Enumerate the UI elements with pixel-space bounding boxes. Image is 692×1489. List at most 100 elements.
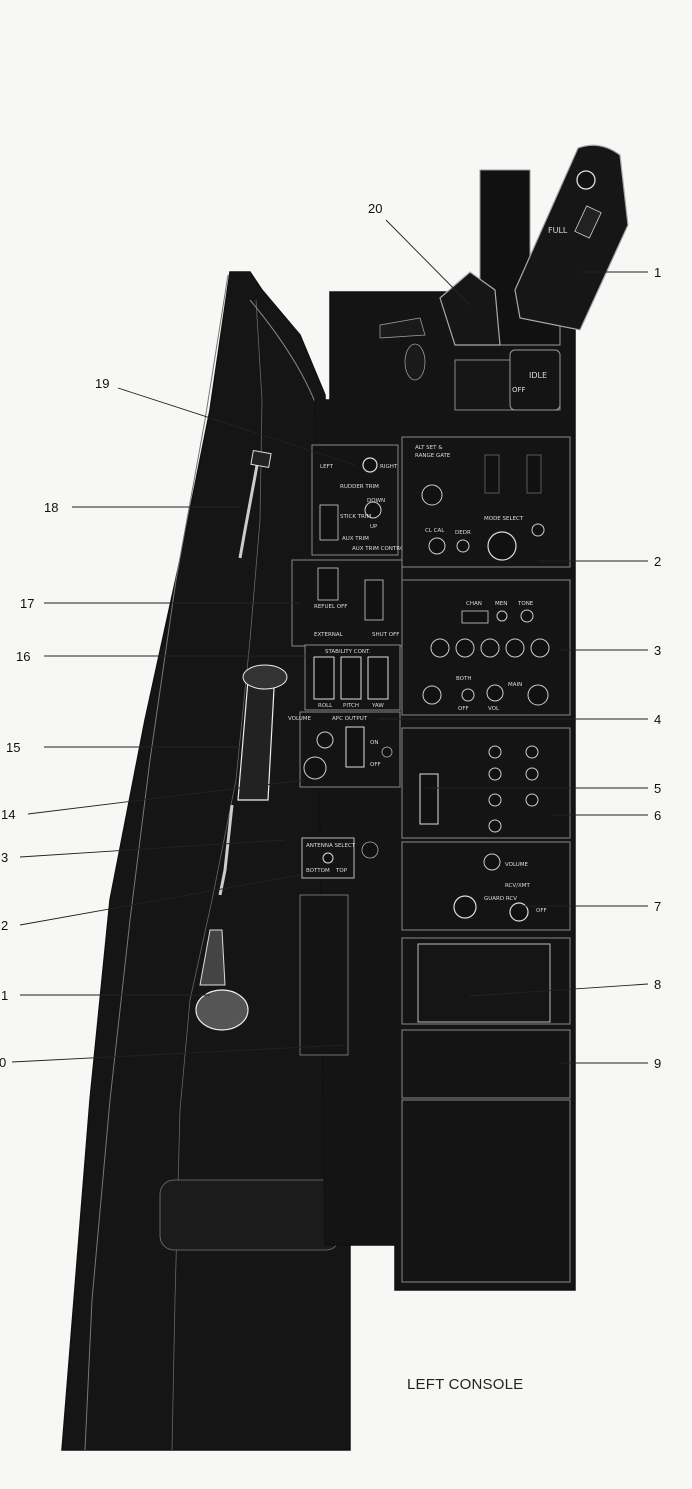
uhf-panel (401, 841, 571, 931)
range-gate-knob[interactable] (421, 484, 443, 506)
callout-5: 5 (654, 781, 661, 796)
trim-right-label: RIGHT (380, 464, 398, 470)
men-knob[interactable] (496, 610, 508, 622)
indicator-4 (488, 819, 502, 833)
antenna-select-title: ANTENNA SELECT (306, 843, 356, 849)
comm-control-panel (401, 579, 571, 716)
throttle-grip-knob (404, 343, 426, 381)
callout-20: 20 (368, 201, 382, 216)
throttle-off-label: OFF (512, 386, 526, 394)
callout-15: 15 (6, 740, 20, 755)
throttle-knob-circle (576, 170, 596, 190)
aux-trim-control-knob[interactable] (364, 501, 382, 519)
indicator-2 (488, 767, 502, 781)
yaw-label: YAW (371, 703, 384, 709)
throttle-lever-right[interactable] (514, 144, 629, 331)
antenna-select-panel (301, 837, 379, 879)
console-side-body (61, 271, 351, 1451)
refuel-switch[interactable] (317, 567, 339, 601)
trim-up-label: UP (370, 524, 378, 530)
antenna-bottom-label: BOTTOM (306, 868, 330, 874)
callout-10: 0 (0, 1055, 6, 1070)
antenna-top-label: TOP (335, 868, 348, 874)
callout-2: 2 (654, 554, 661, 569)
aux-trim-label: AUX TRIM (342, 536, 369, 542)
radar-switch-knob[interactable] (531, 523, 545, 537)
throttle-assembly[interactable] (379, 144, 629, 411)
comm-knob-2[interactable] (455, 638, 475, 658)
men-label: MEN (495, 601, 507, 607)
trim-left-label: LEFT (320, 464, 334, 470)
throttle-switch[interactable] (574, 205, 602, 239)
tone-knob[interactable] (520, 609, 534, 623)
oxygen-connector-11[interactable] (195, 929, 249, 1031)
callout-18: 18 (44, 500, 58, 515)
vol-knob[interactable] (486, 684, 504, 702)
both-knob[interactable] (461, 688, 475, 702)
chan-display (461, 610, 489, 624)
comm-off-label: OFF (458, 706, 469, 712)
dedr-label: DEDR (455, 530, 471, 536)
map-light-15[interactable] (237, 664, 288, 801)
mode-select-knob[interactable] (487, 531, 517, 561)
tone-label: TONE (517, 601, 534, 607)
guard-rcv-label: GUARD RCV (484, 896, 517, 902)
yaw-switch[interactable] (367, 656, 389, 700)
callout-16: 16 (16, 649, 30, 664)
comm-knob-5[interactable] (530, 638, 550, 658)
uhf-channel-knob[interactable] (453, 895, 477, 919)
apc-panel (299, 711, 401, 788)
main-label: MAIN (508, 682, 522, 688)
stick-trim-switch[interactable] (319, 504, 339, 541)
side-lower-panel (299, 894, 349, 1056)
callout-9: 9 (654, 1056, 661, 1071)
cl-cal-label: CL CAL (425, 528, 445, 534)
blank-panel-9 (401, 1029, 571, 1099)
apc-screw (381, 746, 393, 758)
utility-light-13 (218, 804, 234, 896)
antenna-select-switch[interactable] (322, 852, 334, 864)
utility-light-18 (238, 449, 272, 559)
throttle-full-label: FULL (548, 226, 568, 235)
lower-blank-area (401, 1099, 571, 1283)
rudder-trim-knob[interactable] (362, 457, 378, 473)
idle-stop (509, 349, 561, 411)
aux-trim-control-label: AUX TRIM CONTROL (352, 546, 408, 552)
roll-label: ROLL (318, 703, 333, 709)
comm-knob-3[interactable] (480, 638, 500, 658)
uhf-volume-knob[interactable] (483, 853, 501, 871)
pitch-switch[interactable] (340, 656, 362, 700)
refuel-off-label: REFUEL OFF (314, 604, 347, 610)
indicator-7 (525, 793, 539, 807)
apc-off-label: OFF (370, 762, 381, 768)
volume-knob[interactable] (303, 756, 327, 780)
callout-12: 2 (1, 918, 8, 933)
apc-on-label: ON (370, 740, 378, 746)
indicator-6 (525, 767, 539, 781)
mode-select-label: MODE SELECT (484, 516, 524, 522)
range-gate-label: RANGE GATE (415, 453, 451, 459)
comm-knob-1[interactable] (430, 638, 450, 658)
apc-output-title: APC OUTPUT (332, 716, 368, 722)
roll-switch[interactable] (313, 656, 335, 700)
indicator-5 (525, 745, 539, 759)
shut-off-switch[interactable] (364, 579, 384, 621)
cl-cal-knob[interactable] (428, 537, 446, 555)
stability-control-panel (304, 644, 401, 711)
dedr-knob[interactable] (456, 539, 470, 553)
both-label: BOTH (456, 676, 472, 682)
panel-switch-main[interactable] (419, 773, 439, 825)
stability-title: STABILITY CONT. (325, 649, 371, 655)
callout-14: 14 (1, 807, 15, 822)
lower-bracket (159, 1179, 341, 1251)
stick-trim-label: STICK TRIM (340, 514, 371, 520)
mode-knob[interactable] (527, 684, 549, 706)
apc-knob[interactable] (316, 731, 334, 749)
diagram-caption: LEFT CONSOLE (407, 1376, 524, 1393)
comm-knob-4[interactable] (505, 638, 525, 658)
apc-switch[interactable] (345, 726, 365, 768)
external-label: EXTERNAL (314, 632, 344, 638)
main-knob[interactable] (422, 685, 442, 705)
uhf-function-knob[interactable] (509, 902, 529, 922)
